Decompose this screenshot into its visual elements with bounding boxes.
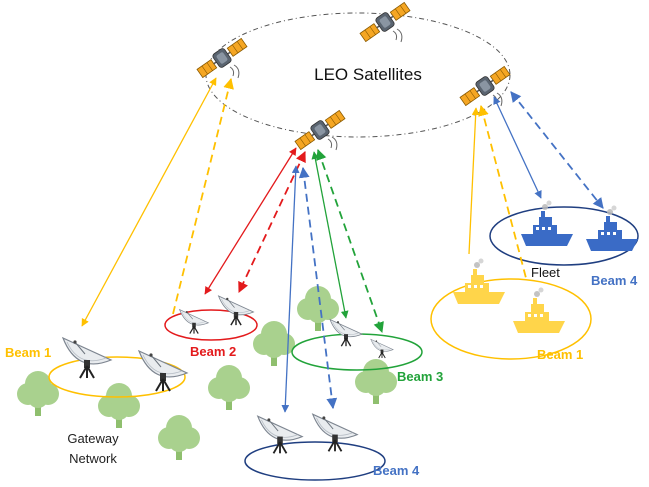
beam1-fleet-label: Beam 1	[537, 347, 583, 362]
tree-icon	[17, 371, 59, 416]
beam2-label: Beam 2	[190, 344, 236, 359]
link-dashed-beam1	[171, 77, 234, 319]
link-dashed-beam4	[298, 166, 338, 410]
dish-antenna-icon	[179, 309, 209, 335]
gateway-network-label-line2: Network	[69, 451, 117, 466]
link-dashed-fleet-beam1	[478, 104, 527, 279]
beam4-fleet-label: Beam 4	[591, 273, 638, 288]
dish-antenna-icon	[370, 338, 394, 359]
satellite-icon	[292, 107, 348, 153]
link-solid-beam2	[204, 147, 297, 295]
tree-icon	[158, 415, 200, 460]
beam4-gateway-coverage	[244, 441, 386, 481]
link-solid-fleet-beam1	[468, 107, 480, 255]
beam3-label: Beam 3	[397, 369, 443, 384]
satellite-icon	[194, 35, 250, 81]
beam3-coverage	[291, 333, 423, 371]
dish-antenna-icon	[311, 413, 359, 453]
fleet-label: Fleet	[531, 265, 560, 280]
tree-icon	[208, 365, 250, 410]
satellite-icon	[457, 63, 513, 109]
beam1-gateway-label: Beam 1	[5, 345, 51, 360]
tree-icon	[98, 383, 140, 428]
gateway-network-label-line1: Gateway	[67, 431, 119, 446]
link-solid-beam1	[81, 77, 217, 327]
link-solid-beam4	[281, 165, 300, 413]
dish-antenna-icon	[62, 337, 112, 379]
dish-antenna-icon	[329, 318, 363, 347]
tree-icon	[355, 359, 397, 404]
beam1-fleet-coverage	[430, 278, 592, 360]
beam1-gateway-coverage	[48, 356, 186, 398]
beam4-gateway-label: Beam 4	[373, 463, 420, 478]
page-title: LEO Satellites	[314, 65, 422, 84]
ship-icon	[513, 287, 565, 333]
satellite-icon	[357, 0, 413, 45]
ship-icon	[586, 205, 638, 251]
ship-icon	[453, 258, 505, 304]
link-dashed-fleet-beam4	[510, 91, 604, 209]
